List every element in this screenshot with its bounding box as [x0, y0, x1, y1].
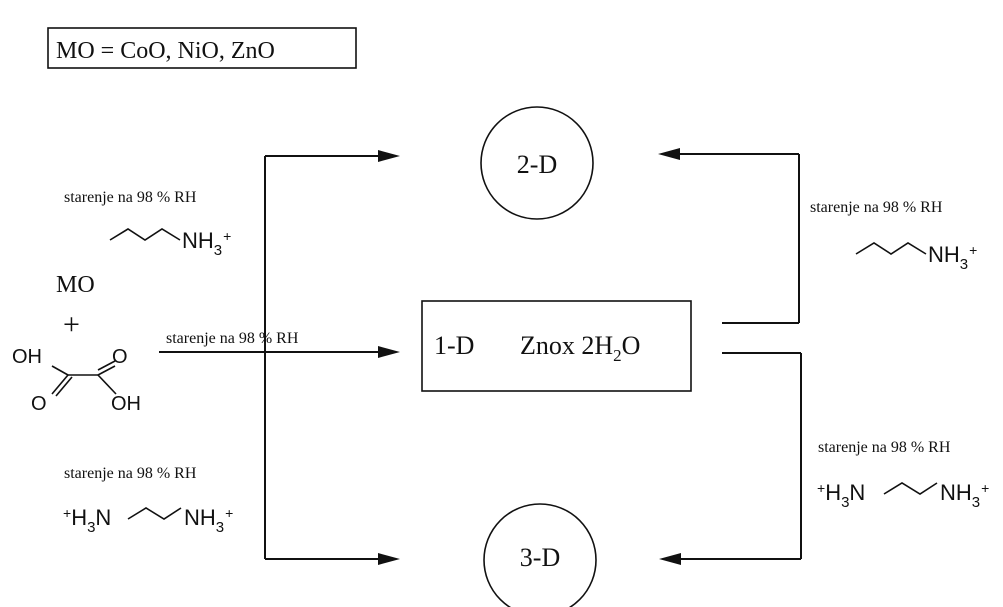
node-1d-label: 1-D [434, 331, 474, 360]
ethylenediammonium-right-right-label: NH3+ [940, 480, 989, 511]
node-2d-label: 2-D [517, 150, 557, 179]
condition-left-top: starenje na 98 % RH [64, 189, 197, 206]
arrow-to-2d-right-icon [658, 148, 680, 160]
ethylenediammonium-left-right-label: NH3+ [184, 505, 233, 536]
oxalic-oh-top-label: OH [12, 346, 42, 368]
node-2d-circle [480, 106, 594, 220]
ethylenediammonium-left-label: +H3N [63, 505, 111, 536]
condition-left-middle: starenje na 98 % RH [166, 330, 299, 347]
propylammonium-right-label: NH3+ [928, 242, 977, 273]
node-3d-circle [483, 503, 597, 607]
propylammonium-left-label: NH3+ [182, 228, 231, 259]
arrow-to-3d-left-icon [378, 553, 400, 565]
propylammonium-right-chain-icon [855, 242, 927, 255]
condition-right-top: starenje na 98 % RH [810, 199, 943, 216]
mo-legend-box [47, 27, 357, 69]
arrow-to-2d-left-icon [378, 150, 400, 162]
oxalic-o-bottom-label: O [31, 393, 47, 415]
ethylenediammonium-right-left-label: +H3N [817, 480, 865, 511]
node-1d-formula: Znox 2H2O [520, 331, 640, 365]
oxalic-o-top-label: O [112, 346, 128, 368]
mo-legend-text: MO = CoO, NiO, ZnO [56, 38, 275, 64]
node-1d-box [421, 300, 692, 392]
condition-right-bottom: starenje na 98 % RH [818, 439, 951, 456]
oxalic-acid-structure-icon [51, 360, 117, 397]
ethylenediammonium-left-chain-icon [127, 507, 182, 520]
node-1d-formula-main: Znox 2H [520, 331, 613, 360]
arrow-to-3d-right-icon [659, 553, 681, 565]
node-1d-formula-sub: 2 [613, 346, 622, 365]
reagent-mo-label: MO [56, 272, 95, 298]
node-1d-formula-suffix: O [622, 331, 641, 360]
node-3d-label: 3-D [520, 543, 560, 572]
arrow-to-1d-left-icon [378, 346, 400, 358]
oxalic-oh-bottom-label: OH [111, 393, 141, 415]
reagent-plus-label: + [63, 308, 80, 341]
ethylenediammonium-right-chain-icon [883, 482, 938, 495]
propylammonium-left-chain-icon [109, 228, 181, 241]
condition-left-bottom: starenje na 98 % RH [64, 465, 197, 482]
